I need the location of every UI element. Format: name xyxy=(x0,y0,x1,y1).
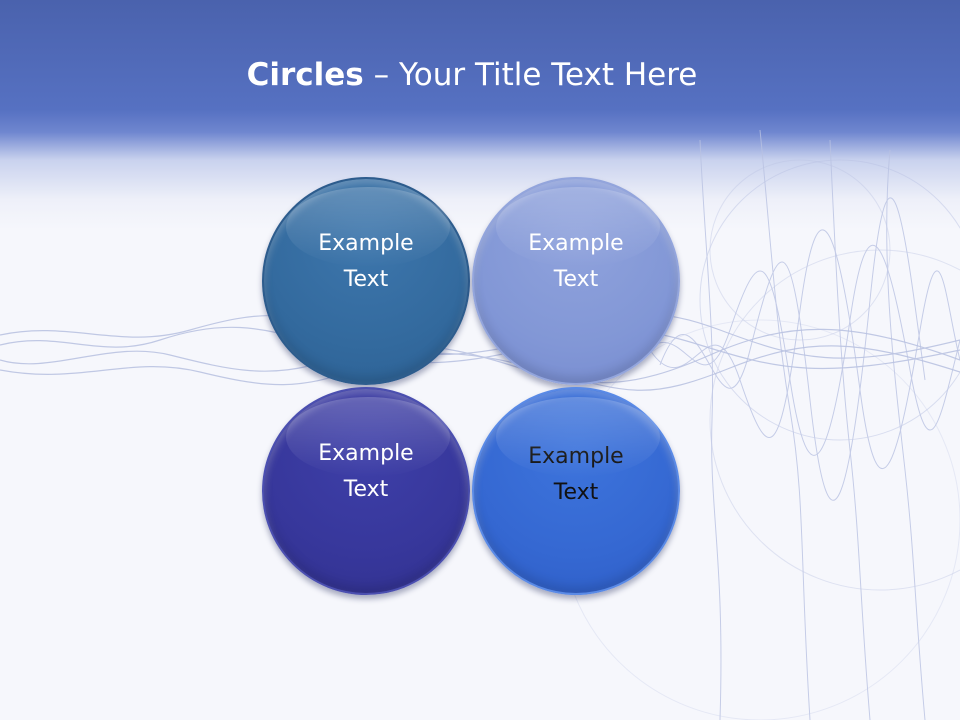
circle-label-line2: Text xyxy=(553,480,599,505)
circle-label-line1: Example xyxy=(528,444,624,469)
circle-label-line2: Text xyxy=(343,477,389,502)
circle-label: Example Text xyxy=(496,439,656,511)
circle-label: Example Text xyxy=(496,226,656,298)
circle-label: Example Text xyxy=(286,436,446,508)
circle-label-line1: Example xyxy=(528,231,624,256)
circle-label: Example Text xyxy=(286,226,446,298)
circle-label-line1: Example xyxy=(318,231,414,256)
title-rest: – Your Title Text Here xyxy=(363,57,698,93)
wave-line-group xyxy=(0,314,960,391)
circle-bottom-right[interactable]: Example Text xyxy=(472,387,680,595)
circle-top-right[interactable]: Example Text xyxy=(472,177,680,385)
circle-bottom-left[interactable]: Example Text xyxy=(262,387,470,595)
title-bold: Circles xyxy=(246,57,364,93)
circle-label-line1: Example xyxy=(318,441,414,466)
slide-title: Circles – Your Title Text Here xyxy=(0,55,944,95)
circle-label-line2: Text xyxy=(343,267,389,292)
circle-top-left[interactable]: Example Text xyxy=(262,177,470,385)
header-band xyxy=(0,0,960,230)
circle-label-line2: Text xyxy=(553,267,599,292)
